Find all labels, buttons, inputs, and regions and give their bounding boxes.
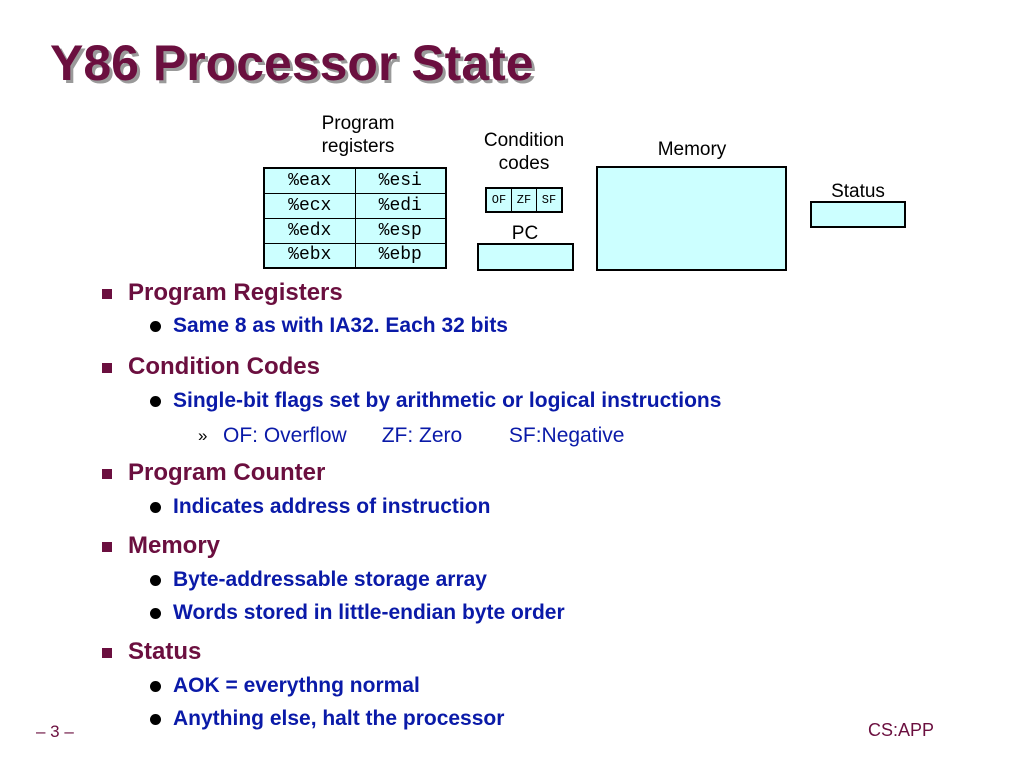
sub-bullet-text: Single-bit flags set by arithmetic or lo… <box>173 389 722 412</box>
sub-sub-bullet-item: » OF: Overflow ZF: Zero SF:Negative <box>100 421 1000 451</box>
sub-bullet-text: Words stored in little-endian byte order <box>173 601 565 624</box>
sub-bullet-item: Single-bit flags set by arithmetic or lo… <box>100 386 1000 416</box>
status-box <box>810 201 906 228</box>
bullet-item: Condition Codes <box>100 352 1000 382</box>
sub-bullet-item: Anything else, halt the processor <box>100 704 1000 734</box>
registers-label-line1: Program <box>321 113 395 134</box>
bullet-item: Memory <box>100 531 1000 561</box>
page-number: – 3 – <box>36 722 74 741</box>
sub-sub-bullet-text: OF: Overflow ZF: Zero SF:Negative <box>223 424 625 447</box>
circle-bullet-icon <box>150 396 161 407</box>
bullet-text: Condition Codes <box>128 353 320 380</box>
bullet-item: Status <box>100 637 1000 667</box>
register-row: %edx %esp <box>263 217 447 244</box>
slide-title: Y86 Processor State <box>50 35 534 91</box>
bullet-item: Program Registers <box>100 278 1000 308</box>
cc-label-line2: codes <box>498 153 550 175</box>
sub-bullet-item: Indicates address of instruction <box>100 492 1000 522</box>
sub-bullet-item: AOK = everythng normal <box>100 671 1000 701</box>
square-bullet-icon <box>102 542 112 552</box>
registers-label-line2: registers <box>321 136 395 158</box>
sub-bullet-item: Words stored in little-endian byte order <box>100 598 1000 628</box>
register-cell: %esp <box>354 217 447 244</box>
registers-label: Program registers <box>308 112 408 158</box>
bullet-text: Status <box>128 638 202 665</box>
circle-bullet-icon <box>150 502 161 513</box>
condition-codes-box: OF ZF SF <box>485 187 563 213</box>
sub-bullet-text: Same 8 as with IA32. Each 32 bits <box>173 314 508 337</box>
bullet-text: Memory <box>128 532 221 559</box>
circle-bullet-icon <box>150 321 161 332</box>
sub-bullet-item: Byte-addressable storage array <box>100 565 1000 595</box>
bullet-text: Program Registers <box>128 279 343 306</box>
register-cell: %eax <box>263 167 356 194</box>
register-cell: %ebp <box>354 242 447 269</box>
circle-bullet-icon <box>150 681 161 692</box>
circle-bullet-icon <box>150 608 161 619</box>
memory-label: Memory <box>657 139 727 160</box>
flag-zf: ZF <box>512 189 537 211</box>
status-label: Status <box>831 181 885 202</box>
guillemet-bullet-icon: » <box>198 426 208 445</box>
register-cell: %ecx <box>263 192 356 219</box>
flag-of: OF <box>487 189 512 211</box>
register-cell: %ebx <box>263 242 356 269</box>
circle-bullet-icon <box>150 575 161 586</box>
sub-bullet-text: Indicates address of instruction <box>173 495 491 518</box>
circle-bullet-icon <box>150 714 161 725</box>
register-row: %ebx %ebp <box>263 242 447 269</box>
register-file: %eax %esi %ecx %edi %edx %esp %ebx %ebp <box>263 167 447 269</box>
pc-label: PC <box>511 223 539 244</box>
register-cell: %edi <box>354 192 447 219</box>
pc-box <box>477 243 574 271</box>
condition-codes-label: Condition codes <box>474 129 574 175</box>
bullet-list: Program Registers Same 8 as with IA32. E… <box>100 278 1000 734</box>
register-row: %eax %esi <box>263 167 447 194</box>
bullet-text: Program Counter <box>128 459 326 486</box>
memory-box <box>596 166 787 271</box>
footer-source: CS:APP <box>868 720 935 740</box>
register-row: %ecx %edi <box>263 192 447 219</box>
sub-bullet-text: AOK = everythng normal <box>173 674 420 697</box>
flag-sf: SF <box>541 193 557 207</box>
square-bullet-icon <box>102 648 112 658</box>
bullet-item: Program Counter <box>100 458 1000 488</box>
sub-bullet-item: Same 8 as with IA32. Each 32 bits <box>100 311 1000 341</box>
square-bullet-icon <box>102 363 112 373</box>
sub-bullet-text: Byte-addressable storage array <box>173 568 487 591</box>
register-cell: %edx <box>263 217 356 244</box>
cc-label-line1: Condition <box>483 130 565 151</box>
sub-bullet-text: Anything else, halt the processor <box>173 707 505 730</box>
register-cell: %esi <box>354 167 447 194</box>
square-bullet-icon <box>102 289 112 299</box>
square-bullet-icon <box>102 469 112 479</box>
